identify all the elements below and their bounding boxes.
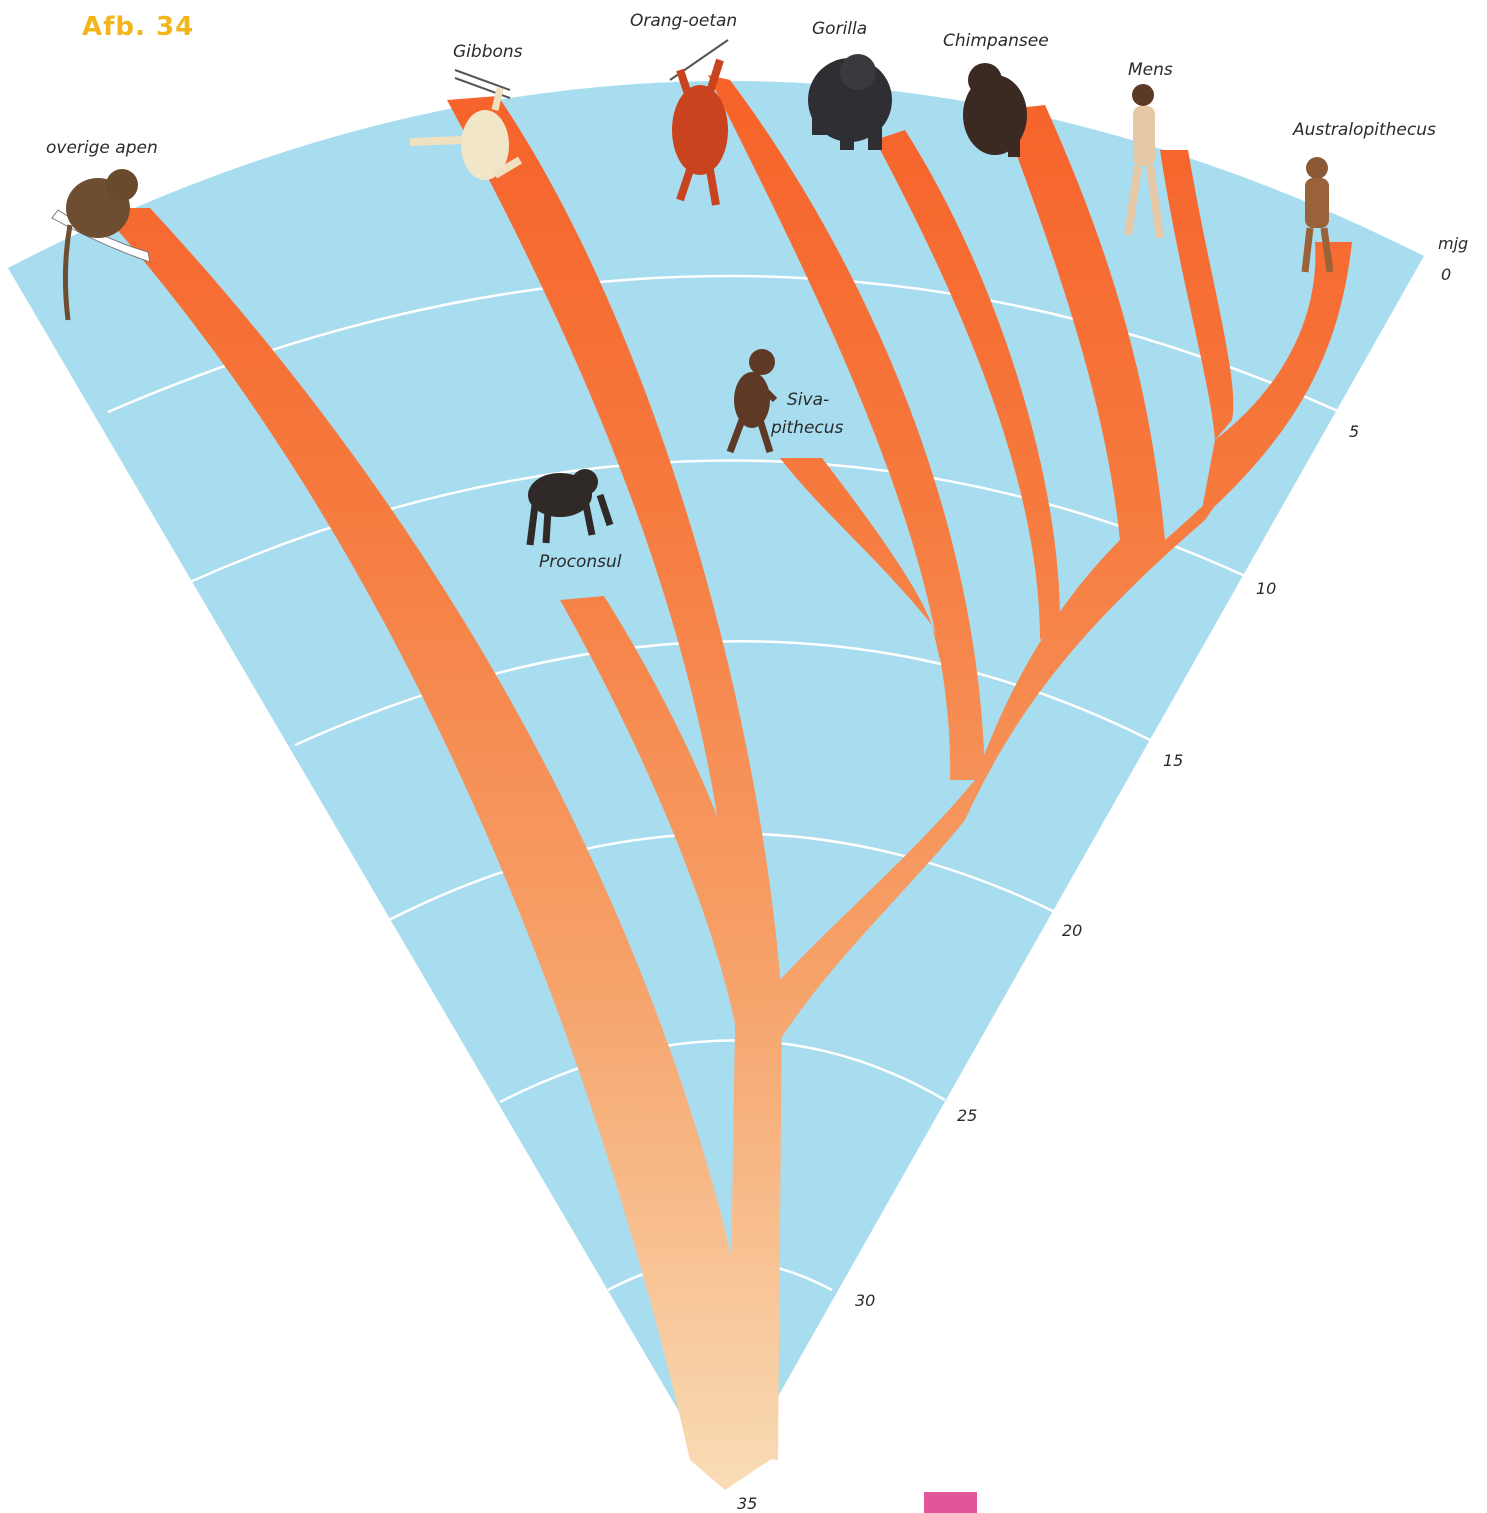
label-sivapithecus-line1: Siva- — [787, 390, 829, 410]
tick-35: 35 — [737, 1494, 757, 1513]
label-gorilla: Gorilla — [812, 19, 867, 39]
tick-15: 15 — [1163, 751, 1183, 770]
tick-0: 0 — [1441, 265, 1451, 284]
tick-20: 20 — [1062, 921, 1082, 940]
axis-unit: mjg — [1438, 234, 1468, 253]
tick-5: 5 — [1349, 422, 1359, 441]
label-chimpansee: Chimpansee — [943, 31, 1049, 51]
label-mens: Mens — [1128, 60, 1173, 80]
label-orang-oetan: Orang-oetan — [630, 11, 737, 31]
label-gibbons: Gibbons — [453, 42, 523, 62]
label-proconsul: Proconsul — [539, 552, 622, 572]
page-marker — [924, 1492, 977, 1513]
tick-10: 10 — [1256, 579, 1276, 598]
label-overige-apen: overige apen — [46, 138, 158, 158]
chimpanzee-icon — [963, 63, 1027, 157]
label-australopithecus: Australopithecus — [1292, 120, 1436, 140]
tick-25: 25 — [957, 1106, 977, 1125]
label-sivapithecus-line2: pithecus — [770, 418, 844, 438]
tick-30: 30 — [855, 1291, 875, 1310]
